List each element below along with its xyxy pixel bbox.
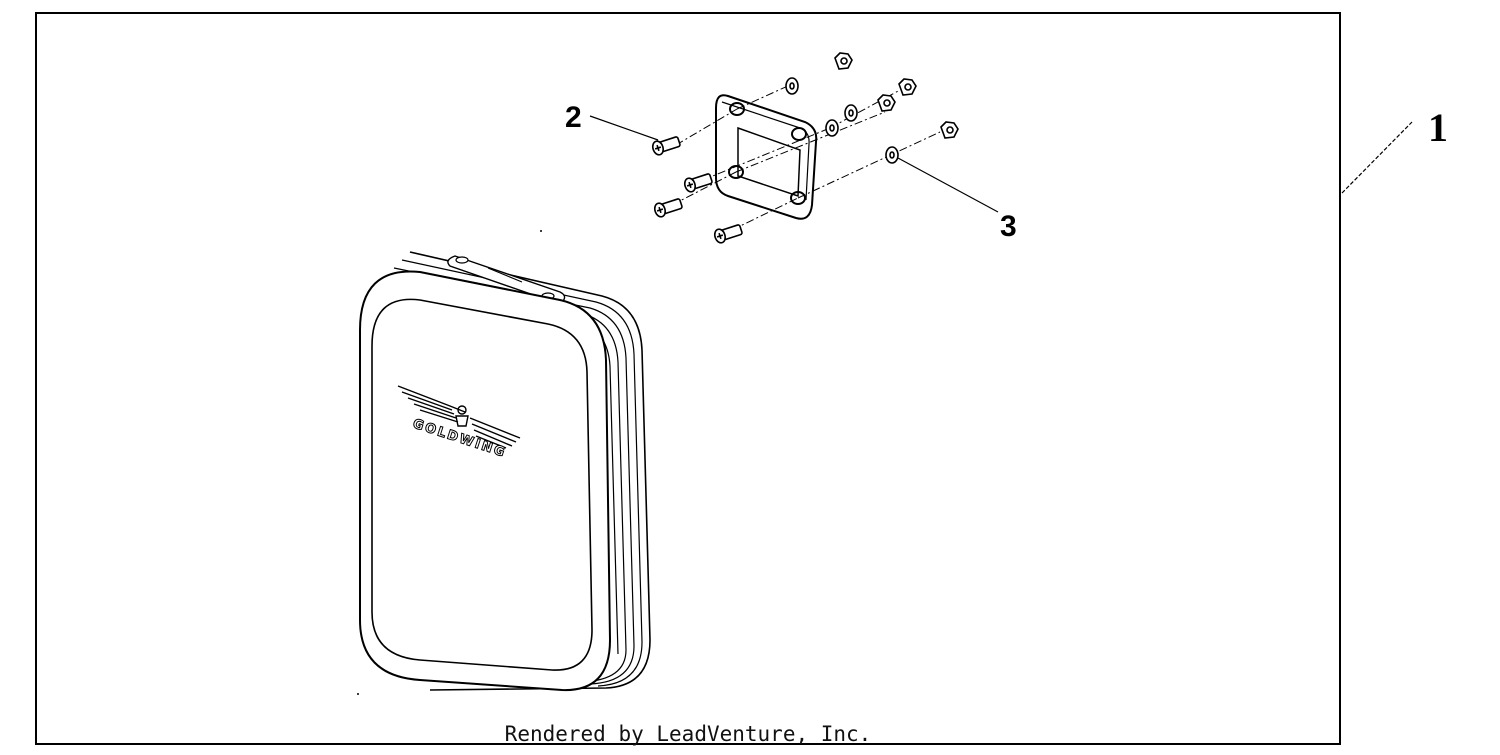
washer: [885, 146, 899, 164]
leader-line-1: [1341, 121, 1413, 194]
screw: [651, 136, 681, 156]
hex-nut: [898, 78, 917, 96]
screw: [713, 224, 743, 244]
hex-nut: [940, 121, 959, 139]
washer: [785, 77, 799, 95]
alignment-lines: [671, 84, 941, 231]
speck: [357, 693, 359, 695]
callout-3: 3: [1000, 210, 1017, 243]
saddlebag-bag: [359, 251, 651, 692]
leader-line-2: [589, 115, 659, 141]
screw: [683, 173, 713, 193]
mounting-bracket: [715, 94, 818, 220]
footer-credit: Rendered by LeadVenture, Inc.: [504, 722, 872, 746]
leader-line-3: [897, 157, 999, 213]
screw: [653, 198, 683, 218]
diagram-frame: [35, 12, 1341, 745]
washer: [844, 104, 858, 122]
washer-set: [785, 77, 899, 164]
speck: [540, 230, 542, 232]
hex-nut: [877, 94, 896, 112]
goldwing-emblem: [397, 385, 521, 449]
nut-set: [834, 52, 959, 139]
screw-set: [651, 136, 743, 244]
hex-nut: [834, 52, 853, 70]
callout-2: 2: [565, 101, 582, 134]
washer: [825, 119, 839, 137]
callout-1: 1: [1428, 105, 1448, 150]
